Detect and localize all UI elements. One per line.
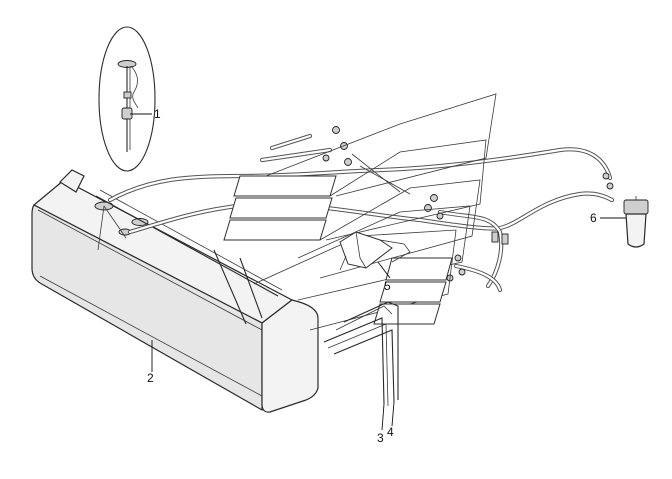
- fitting: [454, 254, 462, 262]
- shield-plates: [223, 93, 497, 331]
- tank-mounting-straps: [323, 301, 399, 407]
- tank-side: [31, 204, 263, 412]
- filter-head: [623, 199, 649, 215]
- fitting: [322, 154, 330, 162]
- fuel-lines: [107, 126, 615, 293]
- fitting: [430, 194, 438, 202]
- fuel-tank: [31, 169, 319, 413]
- callout-5: 5: [384, 279, 391, 293]
- fitting: [344, 158, 352, 166]
- callout-2: 2: [147, 371, 154, 385]
- tank-straps-on-tank: [95, 189, 283, 325]
- callout-1: 1: [154, 107, 161, 121]
- sender-wire: [130, 65, 139, 109]
- callout-3: 3: [377, 431, 384, 445]
- tank-end: [261, 299, 319, 413]
- callout-4: 4: [387, 425, 394, 439]
- fitting: [602, 172, 610, 180]
- lower-plates: [373, 257, 453, 325]
- fitting: [424, 204, 432, 212]
- detail-ellipse: [98, 26, 156, 172]
- callout-6: 6: [590, 211, 597, 225]
- fitting: [458, 268, 466, 276]
- callout-labels: 1 2 3 4 5 6: [147, 107, 597, 445]
- filler-neck: [59, 169, 85, 193]
- fitting: [332, 126, 340, 134]
- sender-detail-view: [98, 26, 156, 172]
- fitting: [606, 182, 614, 190]
- tank-bracket: [339, 231, 411, 271]
- leader-lines: [130, 113, 626, 431]
- filter-bowl: [625, 213, 647, 248]
- fuel-filter: [623, 196, 649, 248]
- sender-float: [121, 107, 133, 120]
